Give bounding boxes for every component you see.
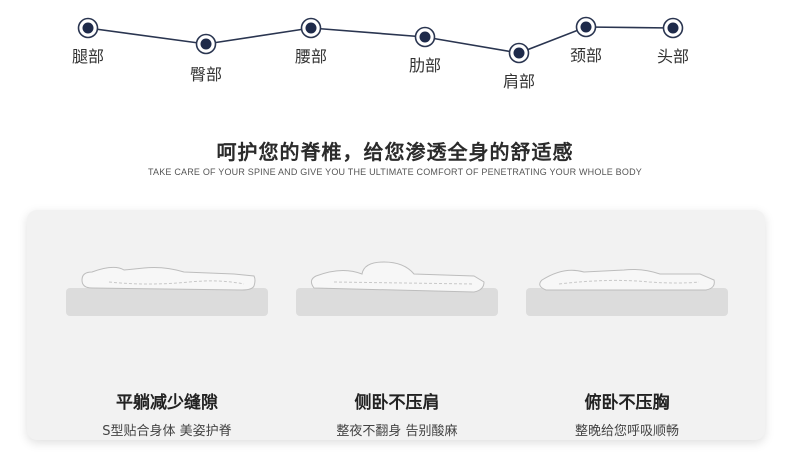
position-title: 侧卧不压肩 [354, 393, 440, 413]
zone-marker-dot [82, 22, 94, 34]
position-subtitle: 整晚给您呼吸顺畅 [574, 424, 679, 439]
sleep-positions-card: 平躺减少缝隙 S型贴合身体 美姿护脊 侧卧不压肩 整夜不翻身 告别酸麻 俯卧不压… [27, 210, 765, 440]
zone-marker-dot [305, 22, 317, 34]
zone-marker-dot [200, 38, 212, 50]
zone-label: 腿部 [71, 47, 105, 66]
zone-marker-dot [667, 22, 679, 34]
zone-label: 肩部 [502, 72, 536, 91]
position-supine: 平躺减少缝隙 S型贴合身体 美姿护脊 [64, 254, 270, 439]
position-prone: 俯卧不压胸 整晚给您呼吸顺畅 [524, 254, 730, 439]
supine-body-icon [66, 266, 268, 316]
body-zone-line-chart [77, 16, 684, 64]
position-title: 平躺减少缝隙 [116, 393, 218, 413]
side-lying-body-icon [296, 261, 498, 316]
zone-marker-dot [419, 31, 431, 43]
position-subtitle: 整夜不翻身 告别酸麻 [336, 424, 458, 439]
zone-marker-dot [513, 47, 525, 59]
position-title: 俯卧不压胸 [584, 393, 670, 413]
headline: 呵护您的脊椎，给您渗透全身的舒适感 [216, 140, 574, 164]
position-subtitle: S型贴合身体 美姿护脊 [102, 424, 232, 439]
prone-body-icon [526, 269, 728, 316]
zone-label: 臀部 [189, 65, 223, 84]
position-side: 侧卧不压肩 整夜不翻身 告别酸麻 [294, 254, 500, 439]
zone-label: 肋部 [408, 56, 442, 75]
zone-marker-dot [580, 21, 592, 33]
zone-label: 颈部 [569, 46, 603, 65]
zone-label: 腰部 [294, 47, 328, 66]
zone-label: 头部 [656, 47, 690, 66]
subheadline: TAKE CARE OF YOUR SPINE AND GIVE YOU THE… [147, 167, 642, 177]
